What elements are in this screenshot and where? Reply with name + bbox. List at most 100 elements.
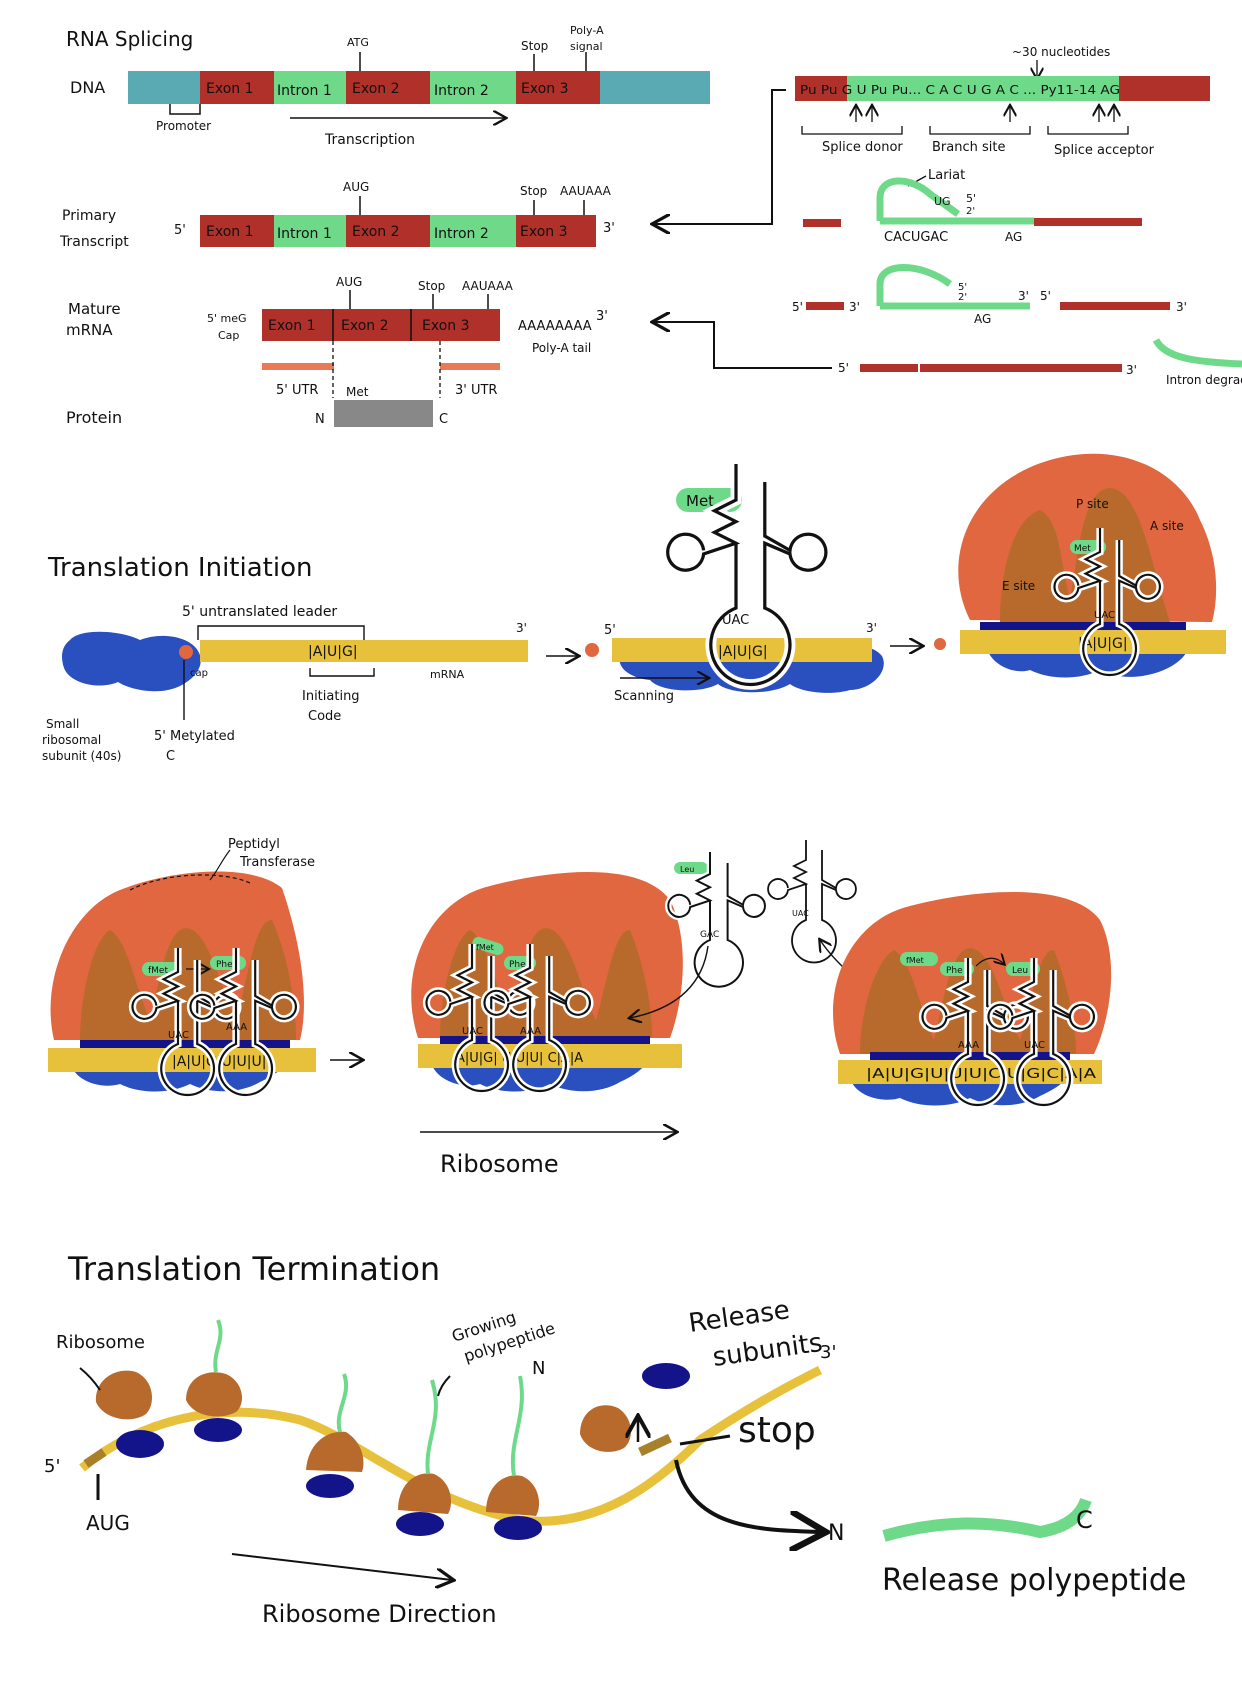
dna-exon-2-label: Exon 2 (352, 81, 400, 97)
polya-tail-seq: AAAAAAAA (518, 319, 592, 334)
intron-degraded-label: Intron degraded (1166, 373, 1242, 387)
cap-label-2: Cap (218, 329, 239, 342)
fmet-label-3: fMet (906, 956, 924, 965)
ribosome-label: Ribosome (440, 1150, 559, 1178)
init-mrna-1 (200, 640, 528, 662)
mature-exon-1-label: Exon 1 (268, 318, 316, 334)
init-mrna-3 (960, 630, 1226, 654)
splice-site-section: ~30 nucleotides Pu Pu G U Pu Pu... C A C… (654, 45, 1242, 387)
init-aug-codon-3: |A|U|G| (1078, 636, 1128, 652)
term-ribosome-3 (306, 1373, 364, 1498)
leu-label-1: Leu (680, 865, 694, 874)
step2-five-right: 5' (1040, 289, 1051, 303)
dna-exon-3-label: Exon 3 (521, 81, 569, 97)
mature-label-2: mRNA (66, 321, 113, 339)
ligated-three: 3' (1126, 363, 1137, 377)
splice-intron (847, 76, 1119, 101)
phe-label-2: Phe (509, 960, 526, 970)
phe-label-3: Phe (946, 966, 963, 976)
stop-codon-mark (638, 1433, 672, 1457)
utr3-label: 3' UTR (455, 383, 497, 398)
dna-stop-label: Stop (521, 39, 548, 53)
dna-intron-1-label: Intron 1 (277, 83, 332, 99)
primary-three-prime: 3' (603, 221, 615, 236)
codons-3: |A|U|G|U|U|U|C|U|G|C|A|A (866, 1067, 1096, 1082)
splice-acceptor-label: Splice acceptor (1054, 143, 1155, 158)
init-mrna-2 (612, 638, 872, 662)
dna-intron-1 (274, 71, 346, 104)
released-uac: UAC (792, 909, 809, 918)
init-three-prime-1: 3' (516, 621, 527, 635)
term-aug-label: AUG (86, 1511, 130, 1535)
small-ribosomal-subunit (62, 631, 201, 692)
step2-three-left: 3' (849, 300, 860, 314)
mature-mrna-bar: Exon 1 Exon 2 Exon 3 (262, 309, 500, 341)
methylated-label-1: 5' Metylated (154, 729, 235, 744)
step2-three-right: 3' (1176, 300, 1187, 314)
cap-label-1: 5' meG (207, 312, 247, 325)
aug-codon-mark (83, 1448, 107, 1468)
promoter-label: Promoter (156, 119, 211, 133)
aaa-2: AAA (520, 1026, 541, 1037)
aaa-3: AAA (958, 1040, 979, 1051)
mature-aug-label: AUG (336, 275, 362, 289)
term-ribosome-label: Ribosome (56, 1332, 145, 1353)
mature-label-1: Mature (68, 300, 121, 318)
init-three-prime-2: 3' (866, 621, 877, 635)
codons-2: A|U|G| U|U|U| C|A|A (456, 1051, 583, 1066)
stop-label: stop (738, 1410, 816, 1451)
mature-stop-label: Stop (418, 279, 445, 293)
e-site-label: E site (1002, 579, 1035, 593)
mature-three-prime: 3' (596, 309, 608, 324)
mature-exon-2-label: Exon 2 (341, 318, 389, 334)
atg-label: ATG (347, 36, 369, 49)
polya-signal-label-1: Poly-A (570, 24, 604, 37)
met-label: Met (346, 385, 369, 399)
utr3-bar (440, 363, 500, 370)
utr5-label: 5' UTR (276, 383, 318, 398)
term-three-prime: 3' (820, 1342, 836, 1363)
splicing-title: RNA Splicing (66, 27, 193, 51)
translation-termination-section: Translation Termination 5' 3' AUG Riboso… (44, 1250, 1186, 1628)
small-subunit-label-2: ribosomal (42, 733, 101, 747)
splice-sequence: Pu Pu G U Pu Pu... C A C U G A C ... Py1… (800, 82, 1120, 97)
lariat-5-label: 5' (966, 192, 976, 205)
dna-exon-1-label: Exon 1 (206, 81, 254, 97)
primary-aauaaa-label: AAUAAA (560, 184, 612, 198)
initiating-label-1: Initiating (302, 689, 360, 704)
peptidyl-label-1: Peptidyl (228, 837, 280, 852)
cacugac-label: CACUGAC (884, 230, 948, 245)
primary-exon-2-label: Exon 2 (352, 224, 400, 240)
phe-label-1: Phe (216, 960, 233, 970)
peptidyl-label-2: Transferase (239, 855, 315, 870)
release-c-label: C (1076, 1506, 1093, 1534)
protein-bar (334, 400, 433, 427)
splice-exon-right (1119, 76, 1210, 101)
nucleotides-label: ~30 nucleotides (1012, 45, 1110, 59)
mrna-label: mRNA (430, 668, 465, 681)
step2-lariat-5: 5' (958, 282, 967, 293)
release-n-label: N (828, 1521, 844, 1546)
term-ribosome-4 (396, 1379, 452, 1536)
dna-label: DNA (70, 78, 105, 97)
primary-intron-2-label: Intron 2 (434, 226, 489, 242)
translation-initiation-section: Translation Initiation 5' untranslated l… (42, 453, 1226, 764)
branch-site-label: Branch site (932, 140, 1005, 155)
scanning-label: Scanning (614, 689, 674, 704)
tunnel-shape-initiation (1000, 488, 1170, 622)
elongation-section: |A|U|G|U|U|U| Peptidyl Transferase fMet … (48, 837, 1112, 1178)
ug-label: UG (934, 195, 951, 208)
step2-ag-label: AG (974, 312, 991, 326)
growing-n-label: N (532, 1358, 545, 1379)
primary-aug-label: AUG (343, 180, 369, 194)
uac-1: UAC (168, 1030, 189, 1041)
dna-intron-2 (430, 71, 516, 104)
dna-downstream (600, 71, 710, 104)
init-aug-codon-1: |A|U|G| (308, 644, 358, 660)
polya-tail-label: Poly-A tail (532, 341, 591, 355)
gac-label: GAC (700, 930, 719, 940)
leu-label-2: Leu (1012, 966, 1028, 976)
dna-promoter-region (128, 71, 200, 104)
polya-signal-label-2: signal (570, 40, 603, 53)
dna-exon-2 (346, 71, 430, 104)
